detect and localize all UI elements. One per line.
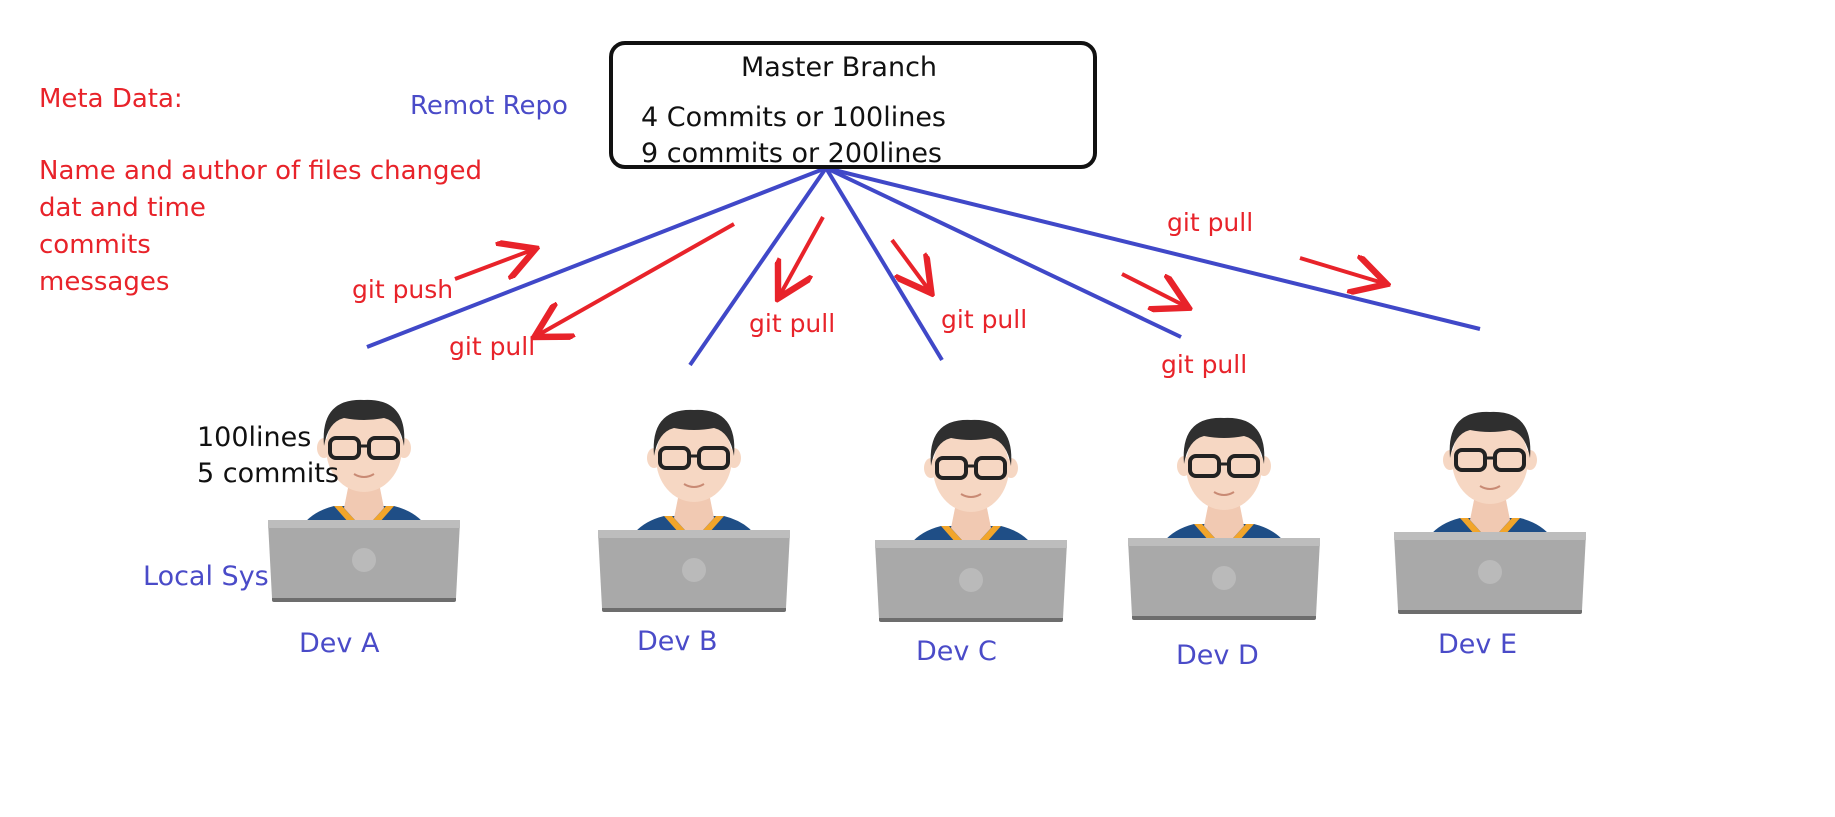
master-branch-line: 9 commits or 200lines: [641, 138, 942, 169]
meta-line: messages: [39, 267, 170, 297]
meta-line: Name and author of files changed: [39, 156, 483, 186]
git-pull-label-e: git pull: [1167, 208, 1254, 237]
developer-with-laptop-icon: [596, 407, 792, 614]
master-branch-title: Master Branch: [741, 52, 938, 83]
connector-dev-e: [825, 166, 1481, 331]
dev-c-label: Dev C: [916, 636, 997, 667]
dev-d-label: Dev D: [1176, 640, 1259, 671]
git-push-arrow-icon: [454, 250, 532, 281]
meta-line: commits: [39, 230, 151, 260]
master-branch-line: 4 Commits or 100lines: [641, 102, 947, 133]
git-pull-label-a: git pull: [449, 332, 536, 361]
dev-a-label: Dev A: [299, 628, 380, 659]
meta-line: dat and time: [39, 193, 206, 223]
git-pull-arrow-a-icon: [538, 222, 735, 335]
connector-lines: [366, 166, 1481, 367]
connector-dev-b: [688, 166, 828, 367]
git-pull-arrow-c-icon: [890, 238, 929, 290]
git-pull-label-d: git pull: [1161, 350, 1248, 379]
meta-data-title: Meta Data:: [39, 84, 183, 114]
dev-a-lines-stat: 100lines: [197, 422, 312, 453]
dev-b-label: Dev B: [637, 626, 718, 657]
master-branch-box: [609, 41, 1097, 169]
remote-repo-label: Remot Repo: [410, 91, 568, 121]
dev-e-label: Dev E: [1438, 629, 1518, 660]
connector-dev-d: [825, 166, 1182, 339]
developer-with-laptop-icon: [1126, 415, 1322, 622]
git-pull-arrow-e-icon: [1299, 258, 1383, 283]
local-sys-label: Local Sys: [143, 561, 269, 592]
developer-with-laptop-icon: [873, 417, 1069, 624]
developer-with-laptop-icon: [1392, 409, 1588, 616]
connector-dev-c: [824, 166, 944, 362]
git-pull-label-c: git pull: [941, 305, 1028, 334]
connector-dev-a: [366, 166, 827, 349]
git-pull-label-b: git pull: [749, 309, 836, 338]
red-arrows: [454, 216, 1383, 335]
git-pull-arrow-d-icon: [1121, 272, 1185, 306]
git-pull-arrow-b-icon: [780, 216, 825, 295]
git-push-label: git push: [352, 275, 454, 304]
dev-a-commits-stat: 5 commits: [197, 458, 339, 489]
